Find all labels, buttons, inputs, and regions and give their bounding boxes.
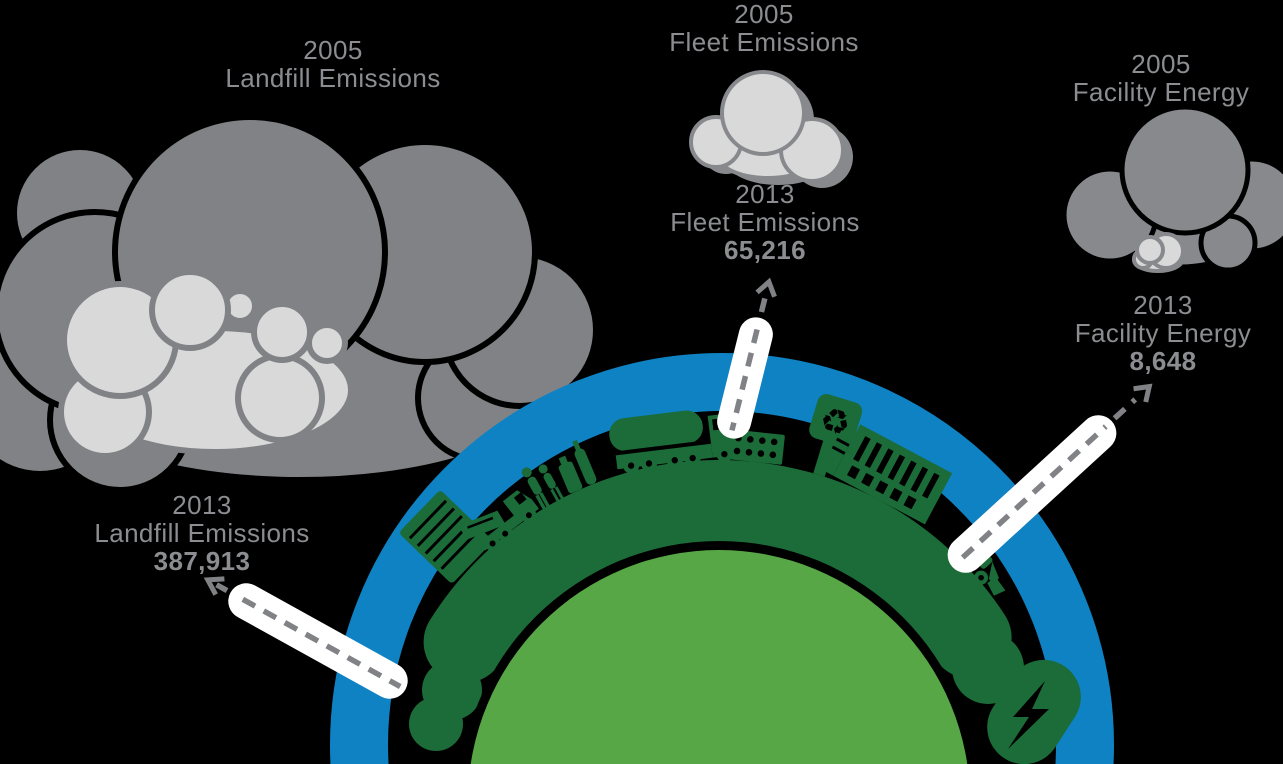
facility-2013-year: 2013 (1133, 290, 1193, 320)
recycling-bales-icon (728, 429, 785, 465)
lightning-bolt-icon (1008, 681, 1049, 749)
landfill-2005-category: Landfill Emissions (225, 63, 441, 93)
fleet-2013-category: Fleet Emissions (670, 207, 860, 237)
facility-2005-cloud-icon (1061, 104, 1283, 273)
facility-2005-category: Facility Energy (1072, 77, 1250, 107)
smokestack-fleet (717, 277, 777, 439)
landfill-2013-value: 387,913 (153, 546, 251, 576)
workers-icon (521, 464, 564, 510)
landfill-2013-category: Landfill Emissions (94, 518, 310, 548)
arrow-to-fleet-value (755, 277, 777, 298)
arrow-to-landfill-value (203, 576, 225, 596)
facility-2005-year: 2005 (1131, 49, 1191, 79)
atmosphere-ring (330, 353, 1114, 764)
rolloff-truck-icon (458, 490, 539, 552)
arrow-to-facility-value (1133, 383, 1153, 403)
landfill-2013-year: 2013 (172, 490, 232, 520)
recycling-facility-icon (820, 424, 953, 525)
label-fleet-2013: 2013 Fleet Emissions 65,216 (670, 180, 860, 264)
bottles-icon (558, 439, 597, 494)
label-facility-2013: 2013 Facility Energy 8,648 (1075, 291, 1252, 375)
fleet-2013-year: 2013 (735, 179, 795, 209)
label-landfill-2005: 2005 Landfill Emissions (225, 36, 440, 92)
fleet-2005-year: 2005 (734, 0, 794, 29)
earth-globe (470, 550, 968, 764)
label-fleet-2005: 2005 Fleet Emissions (669, 0, 859, 56)
facility-2013-cloud-icon (1132, 232, 1185, 273)
landfill-2005-year: 2005 (303, 35, 363, 65)
fleet-2013-value: 65,216 (724, 235, 806, 265)
fleet-cloud-icon (689, 70, 853, 188)
landfill-2013-cloud-icon (58, 269, 354, 459)
label-landfill-2013: 2013 Landfill Emissions 387,913 (94, 491, 309, 575)
facility-2013-value: 8,648 (1129, 346, 1197, 376)
earth-ground-band (409, 460, 1081, 764)
tree-icon (409, 632, 486, 751)
fleet-2005-category: Fleet Emissions (669, 27, 859, 57)
label-facility-2005: 2005 Facility Energy (1073, 50, 1250, 106)
smokestack-landfill (203, 576, 408, 699)
facility-2013-category: Facility Energy (1074, 318, 1252, 348)
